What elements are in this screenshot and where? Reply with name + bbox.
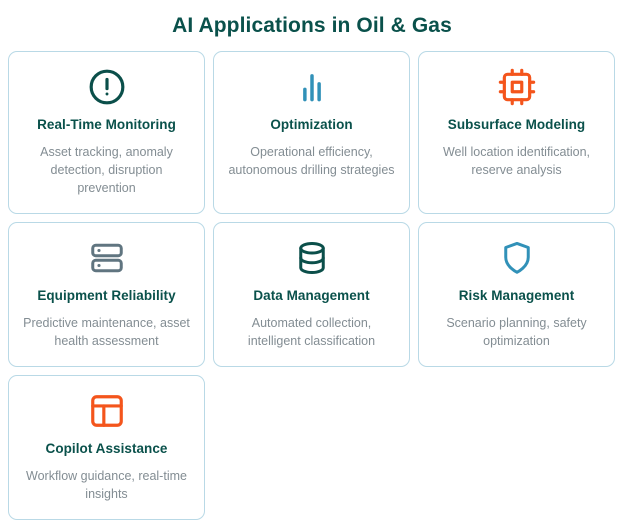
application-card-grid: Real-Time Monitoring Asset tracking, ano… [0, 40, 624, 520]
card-title: Equipment Reliability [37, 288, 176, 303]
card-title: Data Management [253, 288, 370, 303]
database-icon [294, 237, 330, 279]
card-description: Workflow guidance, real-time insights [26, 469, 187, 501]
page-title: AI Applications in Oil & Gas [172, 14, 452, 37]
layout-dashboard-icon [88, 390, 126, 432]
card-data-management[interactable]: Data Management Automated collection, in… [213, 222, 410, 367]
card-subsurface-modeling[interactable]: Subsurface Modeling Well location identi… [418, 51, 615, 214]
card-title: Real-Time Monitoring [37, 117, 176, 132]
card-description: Well location identification, reserve an… [442, 145, 591, 177]
card-real-time-monitoring[interactable]: Real-Time Monitoring Asset tracking, ano… [8, 51, 205, 214]
cpu-chip-icon [498, 66, 536, 108]
alert-circle-icon [88, 66, 126, 108]
card-description: Predictive maintenance, asset health ass… [23, 316, 190, 348]
card-title: Risk Management [458, 288, 575, 303]
card-title: Optimization [270, 117, 353, 132]
card-description: Asset tracking, anomaly detection, disru… [40, 145, 173, 195]
server-rack-icon [89, 237, 125, 279]
shield-icon [499, 237, 535, 279]
card-description: Scenario planning, safety optimization [446, 316, 587, 348]
card-risk-management[interactable]: Risk Management Scenario planning, safet… [418, 222, 615, 367]
card-title: Subsurface Modeling [447, 117, 586, 132]
card-equipment-reliability[interactable]: Equipment Reliability Predictive mainten… [8, 222, 205, 367]
bar-chart-icon [293, 66, 331, 108]
card-copilot-assistance[interactable]: Copilot Assistance Workflow guidance, re… [8, 375, 205, 520]
card-description: Operational efficiency, autonomous drill… [228, 145, 395, 177]
card-description: Automated collection, intelligent classi… [247, 316, 376, 348]
card-optimization[interactable]: Optimization Operational efficiency, aut… [213, 51, 410, 214]
card-title: Copilot Assistance [45, 441, 168, 456]
